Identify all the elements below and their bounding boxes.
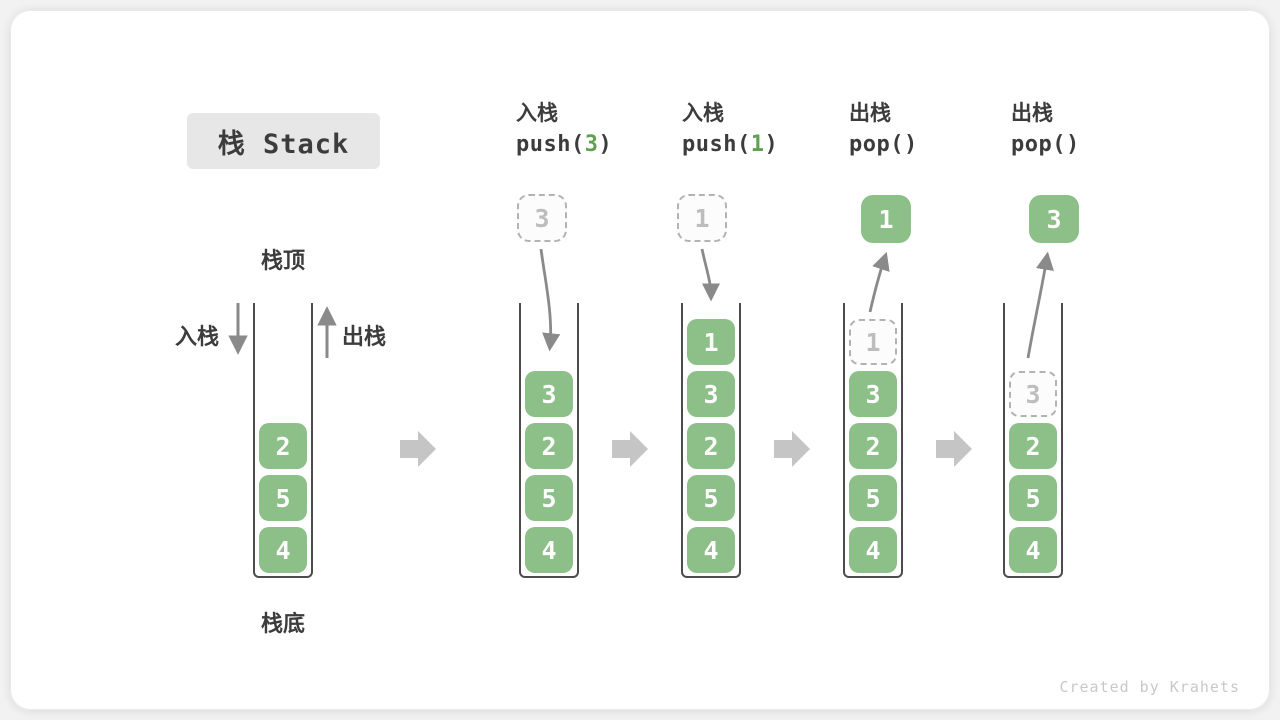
- stack-cell-ghost: 1: [849, 319, 897, 365]
- stack-cell: 5: [849, 475, 897, 521]
- stage3-op-label: 入栈: [682, 102, 724, 125]
- stack-container-after-pop1: 1 3 2 5 4: [843, 303, 903, 578]
- stack-cell-ghost: 3: [1009, 371, 1057, 417]
- stack-cell: 2: [525, 423, 573, 469]
- code-open: pop(: [1011, 132, 1066, 157]
- stage3-code: push(1): [682, 128, 778, 162]
- stage2-code: push(3): [516, 128, 612, 162]
- stack-cell: 5: [259, 475, 307, 521]
- code-open: push(: [682, 132, 751, 157]
- stack-top-label: 栈顶: [260, 248, 305, 273]
- code-close: ): [598, 132, 613, 157]
- credit-text: Created by Krahets: [1059, 678, 1240, 696]
- stack-cell: 3: [849, 371, 897, 417]
- stage4-code: pop(): [849, 128, 918, 162]
- stack-container-initial: 2 5 4: [253, 303, 313, 578]
- title-badge: 栈 Stack: [187, 113, 380, 169]
- stack-cell: 4: [849, 527, 897, 573]
- stack-cell: 4: [1009, 527, 1057, 573]
- code-open: push(: [516, 132, 585, 157]
- popped-value-box: 3: [1029, 195, 1079, 243]
- stack-container-after-push1: 1 3 2 5 4: [681, 303, 741, 578]
- incoming-value-box: 1: [677, 194, 727, 242]
- code-close: ): [764, 132, 779, 157]
- stack-cell: 2: [687, 423, 735, 469]
- stack-cell: 3: [687, 371, 735, 417]
- stack-cell: 4: [525, 527, 573, 573]
- stack-cell: 5: [525, 475, 573, 521]
- stack-cell: 1: [687, 319, 735, 365]
- stack-bottom-label: 栈底: [260, 611, 305, 636]
- stage5-header: 出栈 pop(): [1011, 100, 1080, 162]
- incoming-value-box: 3: [517, 194, 567, 242]
- code-open: pop(: [849, 132, 904, 157]
- stack-cell: 2: [259, 423, 307, 469]
- stage5-op-label: 出栈: [1011, 102, 1053, 125]
- stack-cell: 4: [687, 527, 735, 573]
- stage2-op-label: 入栈: [516, 102, 558, 125]
- stack-cell: 2: [1009, 423, 1057, 469]
- popped-value-box: 1: [861, 195, 911, 243]
- code-close: ): [1065, 132, 1080, 157]
- code-arg: 1: [750, 132, 765, 157]
- stack-cell: 3: [525, 371, 573, 417]
- stage3-header: 入栈 push(1): [682, 100, 778, 162]
- code-close: ): [903, 132, 918, 157]
- stack-cell: 5: [687, 475, 735, 521]
- stack-cell: 4: [259, 527, 307, 573]
- stage4-op-label: 出栈: [849, 102, 891, 125]
- stage2-header: 入栈 push(3): [516, 100, 612, 162]
- push-direction-label: 入栈: [175, 324, 220, 349]
- stack-cell: 5: [1009, 475, 1057, 521]
- stack-container-after-push3: 3 2 5 4: [519, 303, 579, 578]
- stack-container-after-pop3: 3 2 5 4: [1003, 303, 1063, 578]
- pop-direction-label: 出栈: [342, 324, 387, 349]
- stack-cell: 2: [849, 423, 897, 469]
- code-arg: 3: [584, 132, 599, 157]
- stage5-code: pop(): [1011, 128, 1080, 162]
- stage4-header: 出栈 pop(): [849, 100, 918, 162]
